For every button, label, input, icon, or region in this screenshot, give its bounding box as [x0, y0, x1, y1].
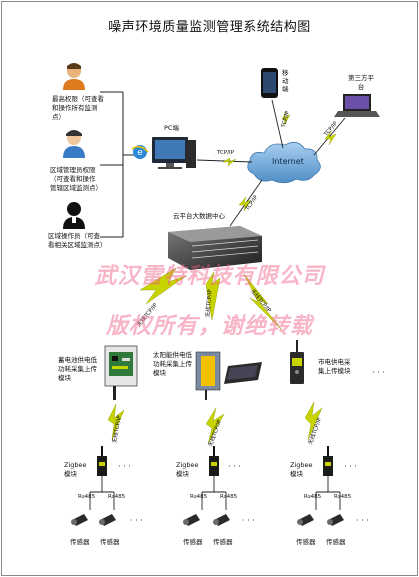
watermark-company: 武汉雷特科技有限公司 — [94, 264, 325, 289]
sensor-label: 传感器 — [296, 538, 316, 546]
sensor-label: 传感器 — [100, 538, 120, 546]
collector-solar-icon — [195, 351, 262, 400]
rs485-label: Rs485 — [220, 494, 238, 500]
sensor-label: 传感器 — [70, 538, 90, 546]
rs485-label: Rs485 — [334, 494, 352, 500]
zigbee-label-2: Zigbee模块 — [176, 461, 199, 478]
cloud-platform-label: 云平台大数据中心 — [173, 212, 225, 220]
bolt-zigbee-1 — [107, 403, 125, 441]
role-label-admin: 最高权限（可查看和操作所有监测点） — [52, 95, 104, 121]
diagram-title: 噪声环境质量监测管理系统结构图 — [108, 20, 311, 35]
internet-cloud-icon — [247, 141, 321, 184]
laptop-icon — [334, 94, 380, 117]
bolt-laptop — [324, 130, 337, 146]
zigbee-module-1 — [97, 446, 107, 476]
zigbee-label-3: Zigbee模块 — [290, 461, 313, 478]
collector-label-solar: 太阳能供电低功耗采集上传模块 — [153, 351, 192, 377]
collector-label-mains: 市电供电采集上传模块 — [318, 358, 351, 375]
internet-label: Internet — [272, 157, 304, 166]
wireless-bolts — [107, 111, 337, 445]
bolt-zigbee-3 — [304, 401, 323, 441]
zigbee-more-dots-3: · · · — [344, 462, 357, 471]
user-icon-manager — [63, 130, 85, 158]
bolt-phone — [281, 111, 291, 126]
user-icon-operator — [63, 202, 85, 229]
user-icon-admin — [63, 63, 85, 90]
pc-label: PC端 — [164, 124, 179, 132]
bolt-collector-3 — [243, 273, 283, 331]
sensor-icon — [213, 514, 230, 526]
sensor-more-dots-2: · · · — [242, 516, 255, 525]
rs485-label: Rs485 — [304, 494, 322, 500]
zigbee-module-2 — [209, 446, 219, 476]
collector-label-battery: 蓄电池供电低功耗采集上传模块 — [58, 356, 97, 382]
role-label-manager: 区域管理员权限（可查看和操作管辖区域监测点） — [50, 166, 102, 192]
sensor-more-dots-1: · · · — [130, 516, 143, 525]
mobile-phone-icon — [261, 68, 278, 98]
bolt-internet-pc — [222, 157, 237, 167]
collector-more-dots: · · · — [372, 368, 385, 377]
bolt-collector-2 — [205, 271, 221, 321]
role-bracket — [100, 91, 138, 238]
rs485-label: Rs485 — [190, 494, 208, 500]
sensor-label: 传感器 — [213, 538, 233, 546]
sensor-label: 传感器 — [183, 538, 203, 546]
collector-mains-icon — [290, 340, 304, 384]
zigbee-label-1: Zigbee模块 — [64, 461, 87, 478]
zigbee-module-3 — [323, 446, 333, 476]
mobile-label: 移动端 — [282, 69, 289, 93]
sensor-icons — [71, 514, 344, 526]
zigbee-more-dots-2: · · · — [228, 462, 241, 471]
bolt-zigbee-2 — [205, 407, 225, 445]
sensor-label: 传感器 — [326, 538, 346, 546]
svg-text:e: e — [137, 148, 143, 158]
bolt-cloud-server — [238, 196, 252, 212]
sensor-more-dots-3: · · · — [356, 516, 369, 525]
cloud-server-icon — [168, 226, 262, 270]
watermark-copyright: 版权所有，谢绝转载 — [105, 314, 313, 339]
collector-battery-icon — [104, 345, 138, 400]
tcpip-label-pc: TCP/IP — [217, 150, 234, 156]
rs485-label: Rs485 — [108, 494, 126, 500]
bolt-collector-1 — [139, 267, 187, 305]
sensor-icon — [327, 514, 344, 526]
rs485-label: Rs485 — [78, 494, 96, 500]
sensor-icon — [297, 514, 314, 526]
sensor-icon — [99, 514, 116, 526]
pc-icon: e — [131, 137, 196, 169]
role-label-operator: 区域操作员（可查看相关区域监测点） — [48, 232, 107, 249]
sensor-icon — [183, 514, 200, 526]
zigbee-more-dots-1: · · · — [118, 462, 131, 471]
third-party-label: 第三方平台 — [348, 74, 374, 91]
sensor-icon — [71, 514, 88, 526]
